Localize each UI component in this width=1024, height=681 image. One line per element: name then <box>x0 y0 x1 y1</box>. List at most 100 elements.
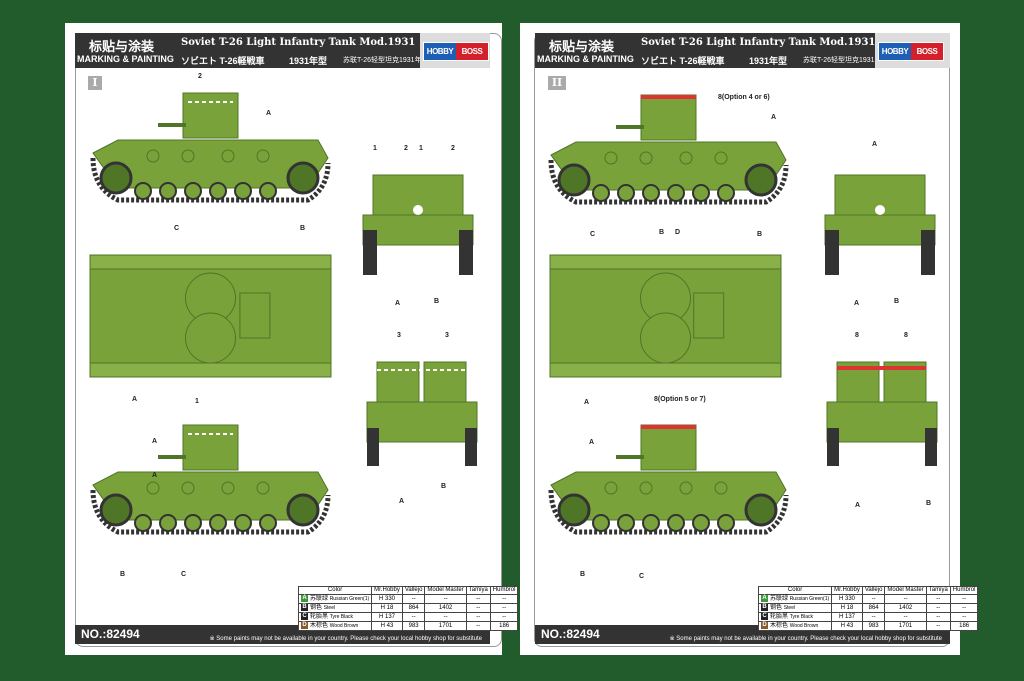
color-key: B <box>761 604 768 612</box>
header-year: 1931年型 <box>289 56 328 66</box>
paint-note: ※ Some paints may not be available in yo… <box>669 636 942 642</box>
color-name-en: Tyre Black <box>329 614 354 621</box>
callout: 3 <box>445 332 449 339</box>
callout: C <box>639 573 645 580</box>
paint-code: -- <box>949 603 979 614</box>
color-name-cn: 轮胎黑 <box>310 614 329 621</box>
column-header: Tamiya <box>465 586 491 595</box>
column-header: Model Master <box>424 586 467 595</box>
paint-code: -- <box>884 612 927 623</box>
paint-code: H 137 <box>371 612 403 623</box>
color-name-en: Tyre Black <box>789 614 814 621</box>
color-name-en: Russian Green(1) <box>789 596 830 603</box>
callout: B <box>894 298 900 305</box>
tank-front-view <box>824 174 936 275</box>
paint-code: 1701 <box>884 621 927 632</box>
color-name-cn: 苏联绿 <box>770 596 789 603</box>
callout: A <box>152 472 158 479</box>
callout: D <box>675 229 681 236</box>
callout: 1 <box>195 398 199 405</box>
color-key: C <box>761 613 768 621</box>
callout: B <box>659 229 665 236</box>
callout: C <box>181 571 187 578</box>
header-en: MARKING & PAINTING <box>77 54 174 64</box>
scheme-number: I <box>88 76 102 90</box>
color-key: D <box>301 622 308 630</box>
tank-top-view <box>89 254 332 378</box>
tank-top-view <box>549 254 782 378</box>
color-name-cn: 钢色 <box>770 605 783 612</box>
column-header: Tamiya <box>925 586 951 595</box>
header-cn2: 苏联T-26轻型坦克1931年 <box>803 57 882 64</box>
column-header: Vallejo <box>861 586 886 595</box>
tank-rear-view <box>826 361 938 466</box>
page-title: Soviet T-26 Light Infantry Tank Mod.1931 <box>181 37 416 48</box>
paint-code: H 43 <box>831 621 863 632</box>
header-jp: ソビエト T-26軽戦車 <box>181 56 265 66</box>
kit-number: NO.:82494 <box>541 627 600 641</box>
paint-code: -- <box>489 603 519 614</box>
header-jp: ソビエト T-26軽戦車 <box>641 56 725 66</box>
color-key: B <box>301 604 308 612</box>
callout: A <box>872 141 878 148</box>
callout: A <box>771 114 777 121</box>
callout: C <box>590 231 596 238</box>
callout: 2 <box>198 73 202 80</box>
callout: A <box>854 300 860 307</box>
paint-code: -- <box>925 612 951 623</box>
callout: A <box>152 438 158 445</box>
paint-code: -- <box>424 593 467 605</box>
column-header: Humbrol <box>949 586 979 595</box>
paint-code: 864 <box>401 603 426 614</box>
paint-code: -- <box>465 612 491 623</box>
column-header: Color <box>297 586 373 595</box>
color-name-en: Wood Brown <box>789 623 819 630</box>
tank-side-view-left <box>548 94 789 205</box>
tank-front-view <box>362 174 474 275</box>
paint-code: -- <box>925 593 951 605</box>
column-header: Color <box>757 586 833 595</box>
paint-code: 1701 <box>424 621 467 632</box>
paint-code: 864 <box>861 603 886 614</box>
callout: B <box>580 571 586 578</box>
paint-code: 1402 <box>884 603 927 614</box>
callout: A <box>584 399 590 406</box>
column-header: Model Master <box>884 586 927 595</box>
color-key: C <box>301 613 308 621</box>
paint-code: -- <box>949 593 979 605</box>
column-header: Humbrol <box>489 586 519 595</box>
paint-code: -- <box>884 593 927 605</box>
paint-code: H 330 <box>831 593 863 605</box>
paint-code: 186 <box>489 621 519 632</box>
callout: 8(Option 5 or 7) <box>654 396 706 403</box>
paint-code: 186 <box>949 621 979 632</box>
paint-code: 983 <box>401 621 426 632</box>
paint-code: 1402 <box>424 603 467 614</box>
paint-code: -- <box>925 621 951 632</box>
color-name-cn: 木棕色 <box>310 623 329 630</box>
color-key: A <box>301 595 308 602</box>
column-header: Vallejo <box>401 586 426 595</box>
callout: 2 <box>451 145 455 152</box>
color-key: A <box>761 595 768 602</box>
paint-code: -- <box>489 593 519 605</box>
callout: A <box>395 300 401 307</box>
callout: B <box>441 483 447 490</box>
paint-code: -- <box>861 612 886 623</box>
callout: A <box>132 396 138 403</box>
callout: 2 <box>404 145 408 152</box>
header-cn2: 苏联T-26轻型坦克1931年 <box>343 57 422 64</box>
callout: A <box>589 439 595 446</box>
kit-number: NO.:82494 <box>81 627 140 641</box>
column-header: Mr.Hobby <box>831 586 863 595</box>
paint-code: -- <box>465 621 491 632</box>
callout: 8 <box>855 332 859 339</box>
